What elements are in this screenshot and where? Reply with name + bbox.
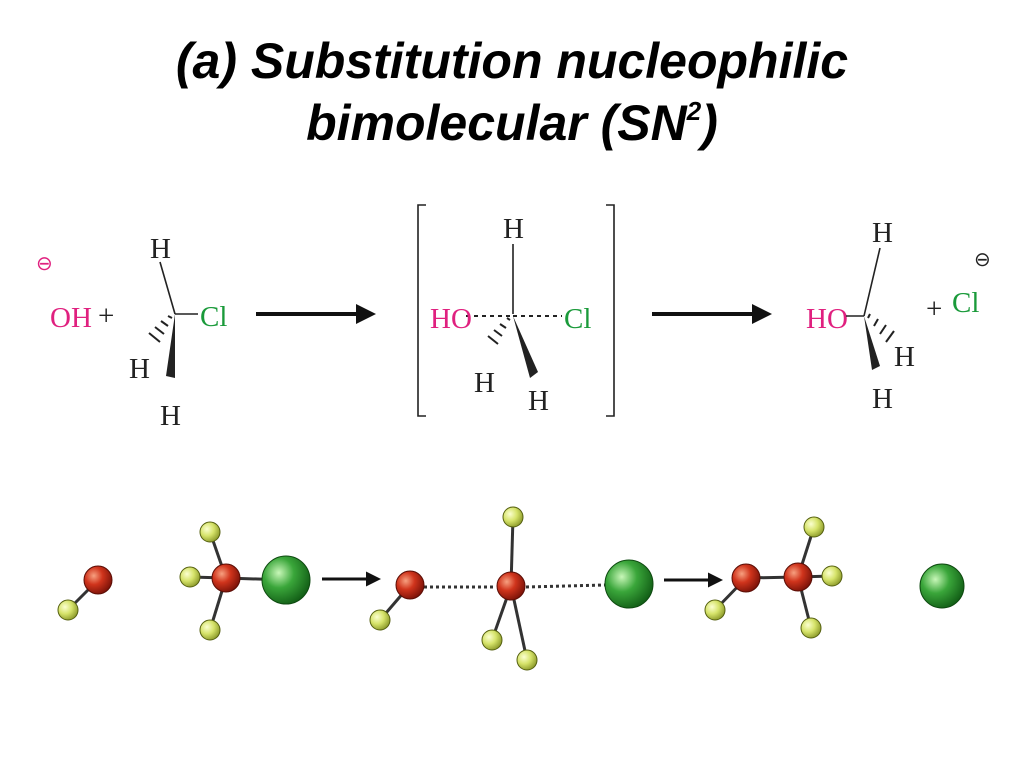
ball-and-stick-models bbox=[57, 506, 965, 671]
title-line-2: bimolecular (SN2) bbox=[0, 92, 1024, 154]
oxygen-atom bbox=[395, 570, 425, 600]
hydrogen-atom bbox=[800, 617, 822, 639]
model-transition-state bbox=[369, 506, 654, 671]
left-bracket bbox=[417, 204, 426, 417]
hydrogen-atom bbox=[704, 599, 726, 621]
plus-sign-2: + bbox=[926, 293, 942, 325]
hydrogen-atom bbox=[199, 619, 221, 641]
ts-cl-label: Cl bbox=[564, 303, 591, 335]
product-h-top: H bbox=[872, 217, 893, 249]
chlorine-atom bbox=[919, 563, 965, 609]
slide-title: (a) Substitution nucleophilic bimolecula… bbox=[0, 30, 1024, 154]
title-line-2-end: ) bbox=[701, 95, 718, 151]
h-bottom: H bbox=[160, 400, 181, 432]
title-line-2-main: bimolecular (SN bbox=[306, 95, 687, 151]
hydrogen-atom bbox=[516, 649, 538, 671]
h-left: H bbox=[129, 353, 150, 385]
plus-sign-1: + bbox=[98, 300, 114, 332]
ts-h-right: H bbox=[528, 385, 549, 417]
model-hydroxide bbox=[57, 565, 113, 621]
model-chloromethane bbox=[179, 521, 311, 641]
h-top: H bbox=[150, 233, 171, 265]
title-superscript: 2 bbox=[686, 96, 702, 126]
hashed-bond-c-h bbox=[148, 315, 173, 343]
negative-charge-symbol: ⊖ bbox=[36, 253, 53, 275]
ts-h-top: H bbox=[503, 213, 524, 245]
ts-hashed-bond bbox=[487, 317, 511, 345]
bond-c-h-top bbox=[159, 261, 176, 315]
carbon-atom bbox=[496, 571, 526, 601]
ts-ho-label: HO bbox=[430, 303, 472, 335]
product-wedge-bond bbox=[864, 316, 880, 370]
oxygen-atom bbox=[731, 563, 761, 593]
hydrogen-atom bbox=[199, 521, 221, 543]
chloride-charge-symbol: ⊖ bbox=[974, 249, 991, 271]
hydrogen-atom bbox=[502, 506, 524, 528]
ts-h-left: H bbox=[474, 367, 495, 399]
product-bond-c-h-top bbox=[863, 247, 881, 317]
chlorine-atom bbox=[604, 559, 654, 609]
partial-bond-c-cl bbox=[525, 583, 606, 589]
hydroxide-label: OH bbox=[50, 302, 92, 334]
product-methanol: HO H H H bbox=[806, 217, 915, 415]
model-methanol bbox=[704, 516, 843, 639]
right-bracket bbox=[606, 204, 615, 417]
product-hashed-bond bbox=[867, 313, 895, 343]
reactant-chloromethane: H H H Cl bbox=[129, 233, 227, 432]
product-h-right: H bbox=[894, 341, 915, 373]
product-ho-label: HO bbox=[806, 303, 848, 335]
hydrogen-atom bbox=[369, 609, 391, 631]
hydrogen-atom bbox=[821, 565, 843, 587]
carbon-atom bbox=[211, 563, 241, 593]
product-cl-label: Cl bbox=[952, 287, 979, 319]
model-chloride bbox=[919, 563, 965, 609]
structural-reaction: ⊖ OH + H H H Cl H bbox=[36, 204, 991, 432]
hydrogen-atom bbox=[481, 629, 503, 651]
cl-label: Cl bbox=[200, 301, 227, 333]
wedge-bond-c-h bbox=[166, 314, 175, 378]
transition-state: H HO Cl H H bbox=[430, 213, 591, 417]
carbon-atom bbox=[783, 562, 813, 592]
title-line-1: (a) Substitution nucleophilic bbox=[175, 33, 849, 89]
hydrogen-atom bbox=[803, 516, 825, 538]
product-h-bottom: H bbox=[872, 383, 893, 415]
product-chloride: + Cl ⊖ bbox=[926, 249, 991, 325]
chlorine-atom bbox=[261, 555, 311, 605]
oxygen-atom bbox=[83, 565, 113, 595]
reactant-hydroxide: ⊖ OH + bbox=[36, 253, 114, 334]
ts-wedge-bond bbox=[513, 316, 538, 378]
hydrogen-atom bbox=[57, 599, 79, 621]
hydrogen-atom bbox=[179, 566, 201, 588]
